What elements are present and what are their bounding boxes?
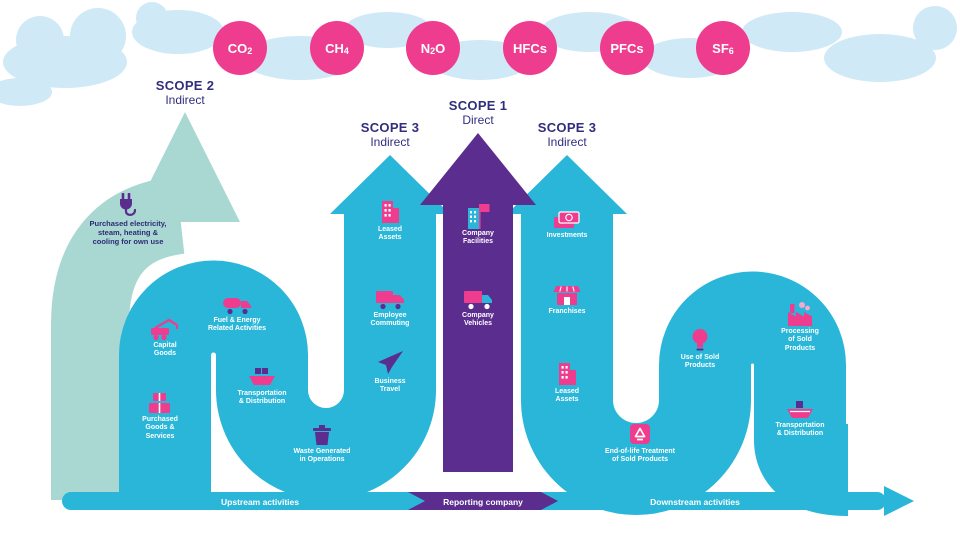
item-label: Company Facilities xyxy=(462,230,494,246)
item-label: Leased Assets xyxy=(377,226,403,242)
item-label: Use of Sold Products xyxy=(680,354,720,370)
scope1-title: SCOPE 1 xyxy=(448,98,508,113)
item-processing-of-sold-products: Processing of Sold Products xyxy=(765,300,835,353)
factory-icon xyxy=(785,300,815,327)
gas-symbol: CH xyxy=(325,40,344,56)
airplane-icon xyxy=(375,350,405,377)
reporting-company-label: Reporting company xyxy=(443,497,523,507)
building-icon xyxy=(378,198,402,225)
item-transportation-distribution-downstream: Transportation & Distribution xyxy=(765,394,835,439)
item-fuel-energy-activities: Fuel & Energy Related Activities xyxy=(200,289,274,334)
item-label: Processing of Sold Products xyxy=(781,328,819,352)
waste-bin-icon xyxy=(310,420,334,447)
delivery-truck-icon xyxy=(374,284,406,311)
item-label: Franchises xyxy=(548,308,586,315)
item-purchased-electricity: Purchased electricity, steam, heating & … xyxy=(80,192,176,247)
scope3-downstream-subtitle: Indirect xyxy=(547,135,587,149)
item-employee-commuting: Employee Commuting xyxy=(358,284,422,329)
item-capital-goods: Capital Goods xyxy=(137,314,193,359)
banknotes-icon xyxy=(552,204,582,231)
item-leased-assets-upstream: Leased Assets xyxy=(358,198,422,243)
gas-symbol: PFCs xyxy=(610,40,644,56)
scope3-upstream-heading: SCOPE 3 Indirect xyxy=(335,120,445,149)
gas-subscript: 2 xyxy=(430,45,436,56)
item-label: Capital Goods xyxy=(153,342,177,358)
item-franchises: Franchises xyxy=(535,280,599,316)
item-company-facilities: Company Facilities xyxy=(445,202,511,247)
item-label: Purchased electricity, steam, heating & … xyxy=(89,219,167,246)
ship-icon xyxy=(785,394,815,421)
item-transportation-distribution-upstream: Transportation & Distribution xyxy=(228,362,296,407)
scope1-subtitle: Direct xyxy=(462,113,494,127)
office-buildings-icon xyxy=(464,202,492,229)
item-label: Employee Commuting xyxy=(370,312,410,328)
item-label: Transportation & Distribution xyxy=(775,422,825,438)
recycle-bin-icon xyxy=(627,420,653,447)
storefront-icon xyxy=(553,280,581,307)
scope2-title: SCOPE 2 xyxy=(155,78,215,93)
scope1-arrow xyxy=(420,133,536,472)
gas-symbol: HFCs xyxy=(513,40,547,56)
item-label: Leased Assets xyxy=(554,388,580,404)
scope2-arrow xyxy=(51,112,240,500)
downstream-activities-label: Downstream activities xyxy=(650,497,740,507)
item-business-travel: Business Travel xyxy=(358,350,422,395)
upstream-scope3-arrow xyxy=(119,155,450,500)
gas-symbol: CO xyxy=(227,40,248,56)
boxes-icon xyxy=(147,388,173,415)
gas-subscript: 6 xyxy=(728,45,734,56)
item-label: Company Vehicles xyxy=(462,312,494,328)
crane-truck-icon xyxy=(149,314,181,341)
gas-badge-pfcs: PFCs xyxy=(600,21,654,75)
bottom-axis xyxy=(62,486,914,516)
power-plug-icon xyxy=(114,192,142,219)
item-label: Transportation & Distribution xyxy=(237,390,287,406)
lightbulb-icon xyxy=(689,326,711,353)
gas-symbol: SF xyxy=(712,40,729,56)
item-company-vehicles: Company Vehicles xyxy=(445,284,511,329)
scope1-heading: SCOPE 1 Direct xyxy=(423,98,533,127)
gas-subscript: 4 xyxy=(343,45,349,56)
building-icon xyxy=(555,360,579,387)
scope3-downstream-title: SCOPE 3 xyxy=(537,120,597,135)
cargo-ship-icon xyxy=(246,362,278,389)
item-end-of-life-treatment: End-of-life Treatment of Sold Products xyxy=(583,420,697,465)
reporting-company-band xyxy=(408,492,558,510)
item-purchased-goods-services: Purchased Goods & Services xyxy=(128,388,192,441)
item-leased-assets-downstream: Leased Assets xyxy=(535,360,599,405)
item-label: Business Travel xyxy=(374,378,406,394)
item-label: Investments xyxy=(546,232,588,239)
item-label: End-of-life Treatment of Sold Products xyxy=(604,448,675,464)
item-label: Purchased Goods & Services xyxy=(142,416,178,440)
upstream-activities-label: Upstream activities xyxy=(221,497,299,507)
bar-arrowhead-icon xyxy=(884,486,914,516)
scope3-upstream-title: SCOPE 3 xyxy=(360,120,420,135)
scope2-subtitle: Indirect xyxy=(165,93,205,107)
gas-subscript: 2 xyxy=(247,45,253,56)
item-use-of-sold-products: Use of Sold Products xyxy=(668,326,732,371)
company-truck-icon xyxy=(462,284,494,311)
scope2-heading: SCOPE 2 Indirect xyxy=(130,78,240,107)
scope3-upstream-subtitle: Indirect xyxy=(370,135,410,149)
item-investments: Investments xyxy=(535,204,599,240)
item-label: Fuel & Energy Related Activities xyxy=(207,317,267,333)
gas-symbol: N xyxy=(420,40,431,56)
scope3-downstream-heading: SCOPE 3 Indirect xyxy=(512,120,622,149)
gas-badge-hfcs: HFCs xyxy=(503,21,557,75)
item-waste-generated: Waste Generated in Operations xyxy=(283,420,361,465)
tanker-truck-icon xyxy=(221,289,253,316)
downstream-scope3-arrow xyxy=(507,155,850,516)
item-label: Waste Generated in Operations xyxy=(293,448,351,464)
